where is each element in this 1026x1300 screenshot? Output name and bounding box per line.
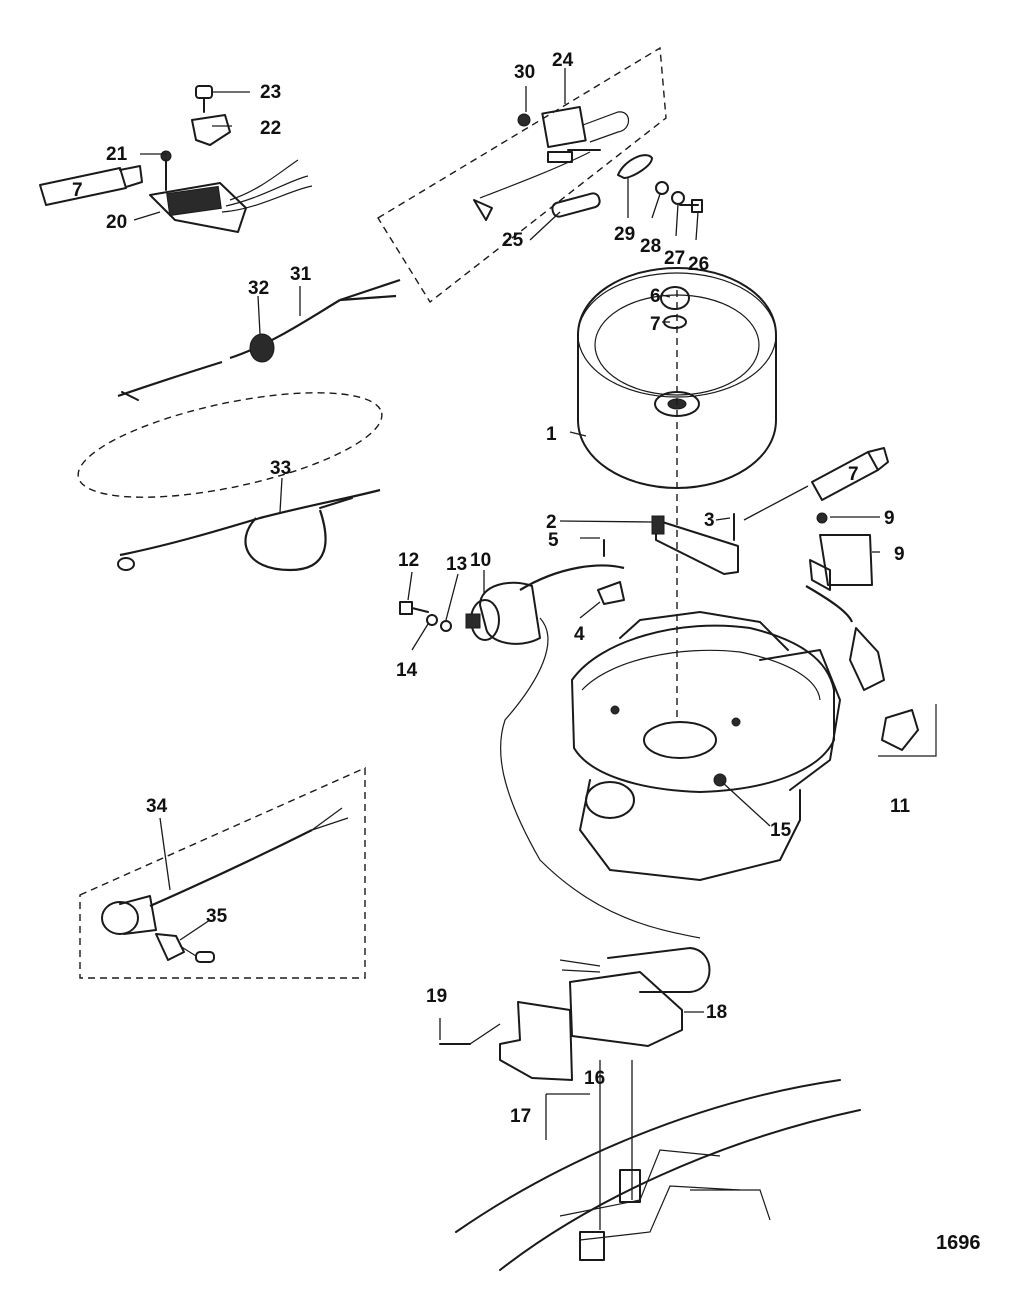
stop-switch-kit-24 xyxy=(473,105,630,221)
lockwasher-14 xyxy=(426,614,438,626)
callout-7-tube-left: 7 xyxy=(72,180,83,201)
callout-15: 15 xyxy=(770,820,792,841)
fuel-connector-11 xyxy=(881,709,919,751)
stator-base xyxy=(571,611,841,881)
callout-5: 5 xyxy=(548,530,559,551)
cable-35 xyxy=(155,933,215,963)
callout-10: 10 xyxy=(470,550,491,571)
washer-13 xyxy=(440,620,452,632)
screw-23 xyxy=(195,85,213,113)
nut-30 xyxy=(517,113,531,127)
spark-plug-boot xyxy=(849,627,885,691)
grease-tube-7-left xyxy=(39,165,143,206)
callout-7-tube-right: 7 xyxy=(848,464,859,485)
callout-19: 19 xyxy=(426,986,447,1007)
clamp-4 xyxy=(597,581,625,605)
trigger-2 xyxy=(651,515,739,575)
callout-30: 30 xyxy=(514,62,535,83)
callout-6: 6 xyxy=(650,286,661,307)
callout-3: 3 xyxy=(704,510,715,531)
callout-9-screw: 9 xyxy=(884,508,895,529)
callout-29: 29 xyxy=(614,224,635,245)
figure-number: 1696 xyxy=(936,1232,981,1254)
callout-17: 17 xyxy=(510,1106,531,1127)
callout-21: 21 xyxy=(106,144,128,165)
ignition-coil-10 xyxy=(465,564,701,939)
callout-7-washer: 7 xyxy=(650,314,661,335)
callout-14: 14 xyxy=(396,660,418,681)
flywheel-nut-6 xyxy=(660,286,690,310)
callout-35: 35 xyxy=(206,906,228,927)
callout-26: 26 xyxy=(688,254,709,275)
callout-20: 20 xyxy=(106,212,127,233)
stator-assembly-20 xyxy=(149,159,313,233)
callout-34: 34 xyxy=(146,796,168,817)
harness-loop-dashed xyxy=(77,392,383,498)
callout-2: 2 xyxy=(546,512,557,533)
callout-22: 22 xyxy=(260,118,281,139)
callout-27: 27 xyxy=(664,248,685,269)
callout-25: 25 xyxy=(502,230,524,251)
washer-28 xyxy=(655,181,669,195)
callout-31: 31 xyxy=(290,264,312,285)
screw-12 xyxy=(399,601,429,615)
callout-28: 28 xyxy=(640,236,661,257)
screw-9 xyxy=(816,512,828,524)
grease-tube-7-right xyxy=(811,447,889,501)
callout-23: 23 xyxy=(260,82,281,103)
bracket-17 xyxy=(499,1001,573,1081)
kit-group-box-24 xyxy=(377,46,667,304)
callout-24: 24 xyxy=(552,50,574,71)
callout-18: 18 xyxy=(706,1002,727,1023)
harness-31 xyxy=(117,278,401,401)
harness-33 xyxy=(117,488,381,572)
callout-1: 1 xyxy=(546,424,557,445)
switch-box-18 xyxy=(559,947,711,1047)
callout-12: 12 xyxy=(398,550,419,571)
callout-32: 32 xyxy=(248,278,269,299)
lockwasher-27 xyxy=(671,191,685,205)
grommet-32 xyxy=(249,333,275,363)
lanyard-29 xyxy=(617,154,653,179)
leader-lines xyxy=(133,68,880,1230)
kit-group-box-34 xyxy=(79,766,366,979)
switch-34 xyxy=(101,807,349,935)
fuse-25 xyxy=(551,192,601,218)
callout-16: 16 xyxy=(584,1068,605,1089)
clamp-22 xyxy=(191,114,231,146)
callout-11: 11 xyxy=(890,796,911,817)
callout-33: 33 xyxy=(270,458,291,479)
bracket-11 xyxy=(878,704,937,757)
callout-13: 13 xyxy=(446,554,467,575)
screw-26 xyxy=(679,199,703,213)
callout-4: 4 xyxy=(574,624,585,645)
coil-9 xyxy=(809,534,873,591)
hv-lead xyxy=(805,585,854,623)
screw-21 xyxy=(160,150,172,191)
callout-9-coil: 9 xyxy=(894,544,905,565)
